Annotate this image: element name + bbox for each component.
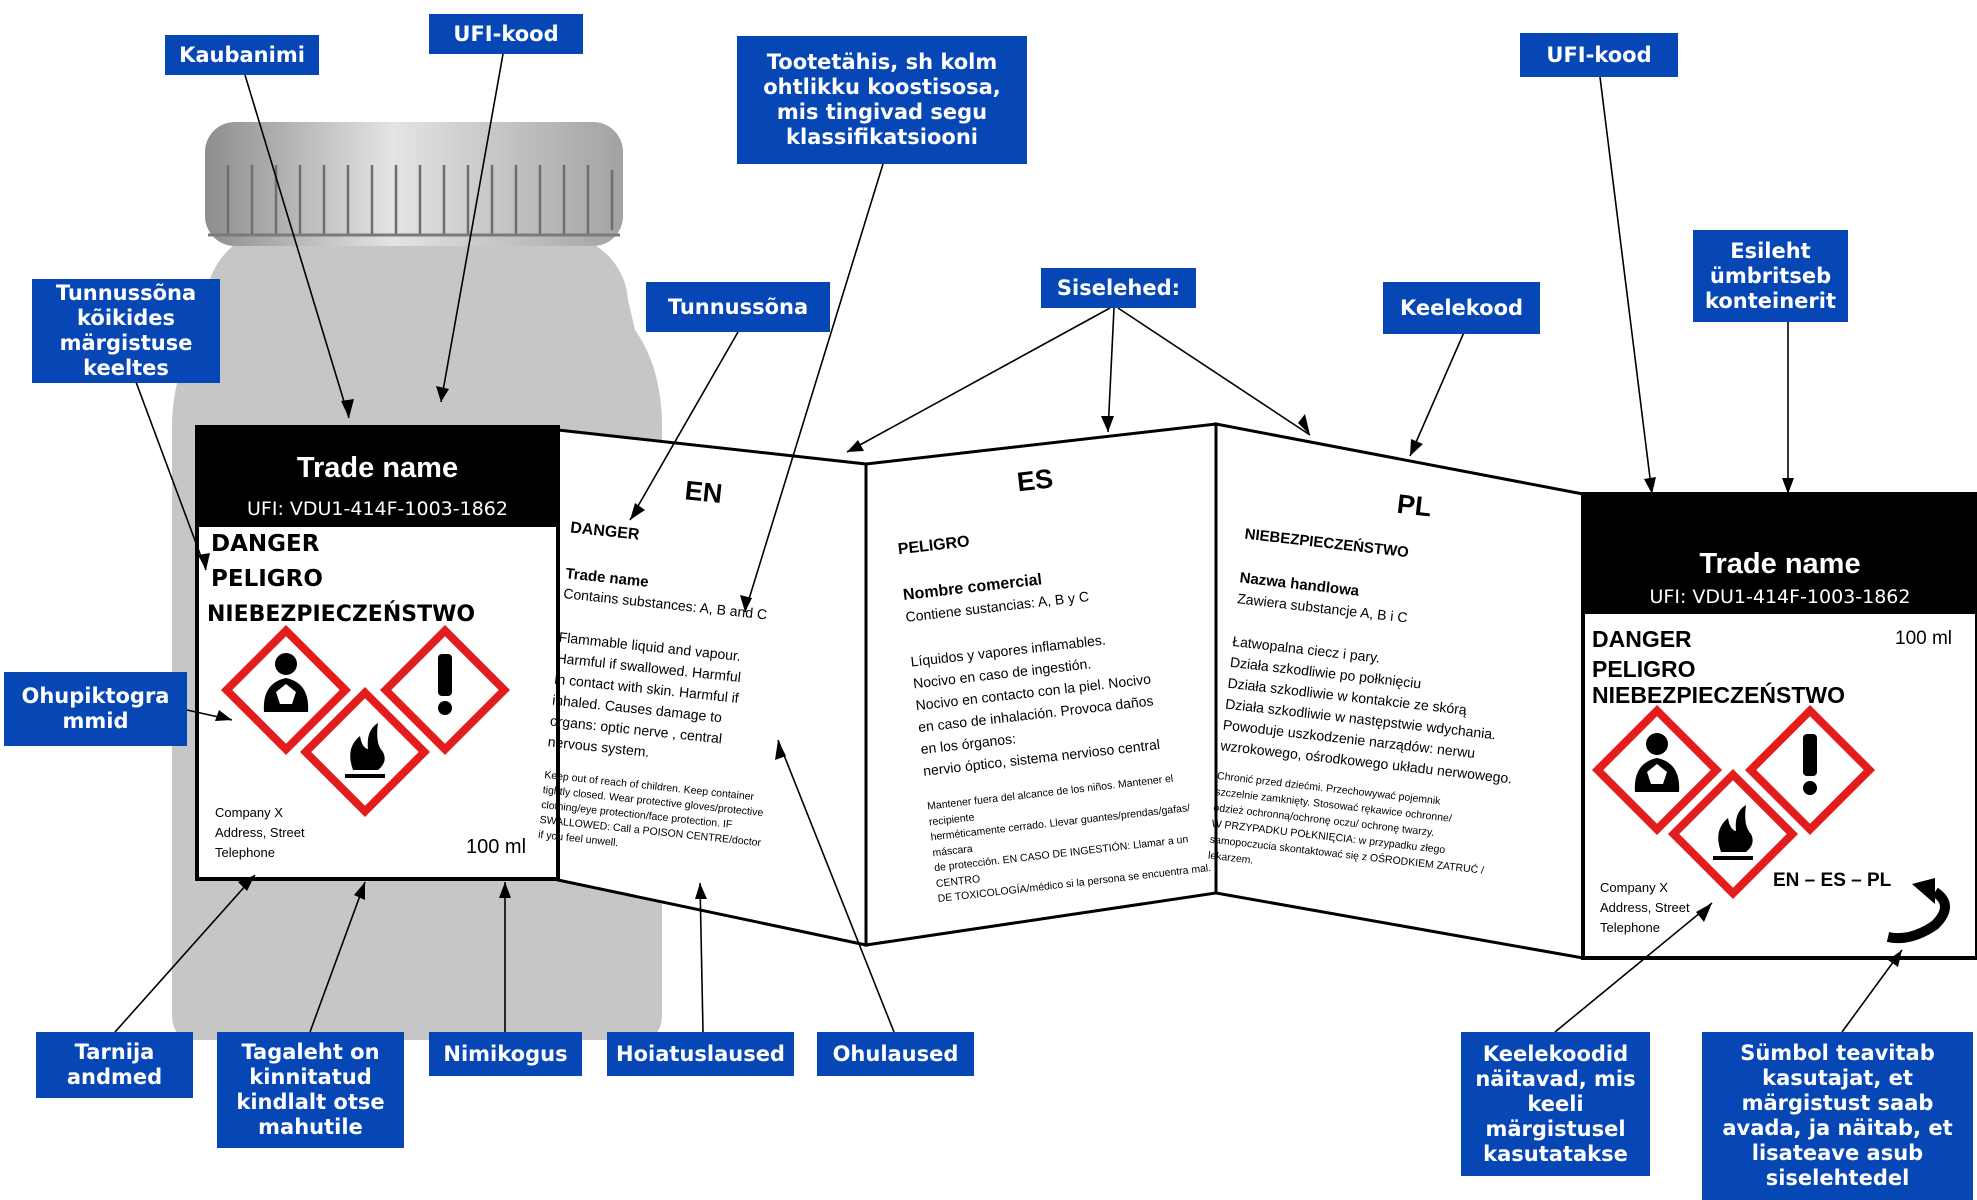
callout-tunnussona-keeltes: Tunnussõna kõikides märgistuse keeltes bbox=[32, 279, 220, 383]
callout-esileht: Esileht ümbritseb konteinerit bbox=[1693, 230, 1848, 322]
callout-tootetahis: Tootetähis, sh kolm ohtlikku koostisosa,… bbox=[737, 36, 1027, 164]
left-signal-word-es: PELIGRO bbox=[211, 566, 323, 592]
right-supplier-company: Company X bbox=[1600, 880, 1668, 895]
callout-ufi-kood-left: UFI-kood bbox=[429, 14, 583, 54]
right-language-codes: EN – ES – PL bbox=[1773, 870, 1892, 891]
right-supplier-telephone: Telephone bbox=[1600, 920, 1660, 935]
page-es-code: ES bbox=[1015, 463, 1055, 498]
left-signal-word-pl: NIEBEZPIECZEŃSTWO bbox=[207, 602, 476, 627]
left-quantity: 100 ml bbox=[466, 836, 527, 858]
callout-tarnija-andmed: Tarnija andmed bbox=[36, 1032, 193, 1098]
page-pl-code: PL bbox=[1395, 488, 1434, 523]
left-supplier-address: Address, Street bbox=[215, 825, 305, 840]
right-trade-name: Trade name bbox=[1699, 548, 1861, 580]
connector-lines bbox=[114, 53, 1903, 1033]
right-quantity: 100 ml bbox=[1895, 628, 1953, 649]
open-label-arrow-icon bbox=[1886, 887, 1950, 944]
page-en-code: EN bbox=[683, 475, 724, 510]
page-en-signal-word: DANGER bbox=[569, 519, 641, 544]
page-es-precautionary-statements: Mantener fuera del alcance de los niños.… bbox=[926, 769, 1212, 908]
left-signal-word-en: DANGER bbox=[211, 531, 320, 557]
callout-ufi-kood-right: UFI-kood bbox=[1520, 33, 1678, 77]
left-supplier-telephone: Telephone bbox=[215, 845, 275, 860]
page-pl-hazard-statements: Łatwopalna ciecz i pary. Działa szkodliw… bbox=[1219, 631, 1525, 789]
callout-hoiatuslaused: Hoiatuslaused bbox=[607, 1032, 794, 1076]
left-ufi-code: UFI: VDU1-414F-1003-1862 bbox=[197, 498, 558, 520]
callout-ohulaused: Ohulaused bbox=[817, 1032, 974, 1076]
callout-keelekood: Keelekood bbox=[1383, 282, 1540, 334]
page-es-signal-word: PELIGRO bbox=[897, 533, 971, 559]
callout-keelekoodid: Keelekoodid näitavad, mis keeli märgistu… bbox=[1461, 1032, 1650, 1176]
page-es: ES PELIGRO Nombre comercial Contiene sus… bbox=[888, 444, 1256, 917]
callout-tunnussona: Tunnussõna bbox=[646, 282, 830, 332]
callout-symbol: Sümbol teavitab kasutajat, et märgistust… bbox=[1702, 1032, 1973, 1200]
exclamation-mark-symbol bbox=[438, 654, 452, 696]
page-pl: PL NIEBEZPIECZEŃSTWO Nazwa handlowa Zawi… bbox=[1202, 470, 1580, 945]
page-en-contains: Contains substances: A, B and C bbox=[562, 585, 768, 623]
right-signal-word-en: DANGER bbox=[1592, 626, 1692, 652]
left-trade-name: Trade name bbox=[296, 452, 459, 484]
flame-symbol bbox=[350, 723, 385, 770]
health-hazard-symbol bbox=[263, 653, 309, 712]
right-signal-word-pl: NIEBEZPIECZEŃSTWO bbox=[1592, 682, 1846, 708]
right-ufi-code: UFI: VDU1-414F-1003-1862 bbox=[1583, 586, 1977, 608]
callout-nimikogus: Nimikogus bbox=[429, 1032, 582, 1076]
callout-kaubanimi: Kaubanimi bbox=[165, 35, 319, 75]
cap-ridges bbox=[226, 165, 614, 235]
callout-siselehed: Siselehed: bbox=[1041, 268, 1196, 308]
arrow-heads bbox=[198, 386, 1902, 967]
page-en-hazard-statements: Flammable liquid and vapour. Harmful if … bbox=[547, 627, 744, 772]
callout-ohupiktogrammid: Ohupiktogrammid bbox=[4, 672, 187, 746]
right-supplier-address: Address, Street bbox=[1600, 900, 1690, 915]
page-pl-signal-word: NIEBEZPIECZEŃSTWO bbox=[1243, 525, 1410, 562]
callout-tagaleht: Tagaleht on kinnitatud kindlalt otse mah… bbox=[217, 1032, 404, 1148]
page-en-precautionary-statements: Keep out of reach of children. Keep cont… bbox=[537, 768, 766, 866]
right-signal-word-es: PELIGRO bbox=[1592, 656, 1696, 682]
page-pl-precautionary-statements: Chronić przed dziećmi. Przechowywać poje… bbox=[1207, 768, 1492, 895]
bottle-cap bbox=[205, 122, 623, 246]
left-supplier-company: Company X bbox=[215, 805, 283, 820]
page-es-hazard-statements: Líquidos y vapores inflamables. Nocivo e… bbox=[909, 624, 1161, 782]
page-en: EN DANGER Trade name Contains substances… bbox=[524, 455, 858, 923]
